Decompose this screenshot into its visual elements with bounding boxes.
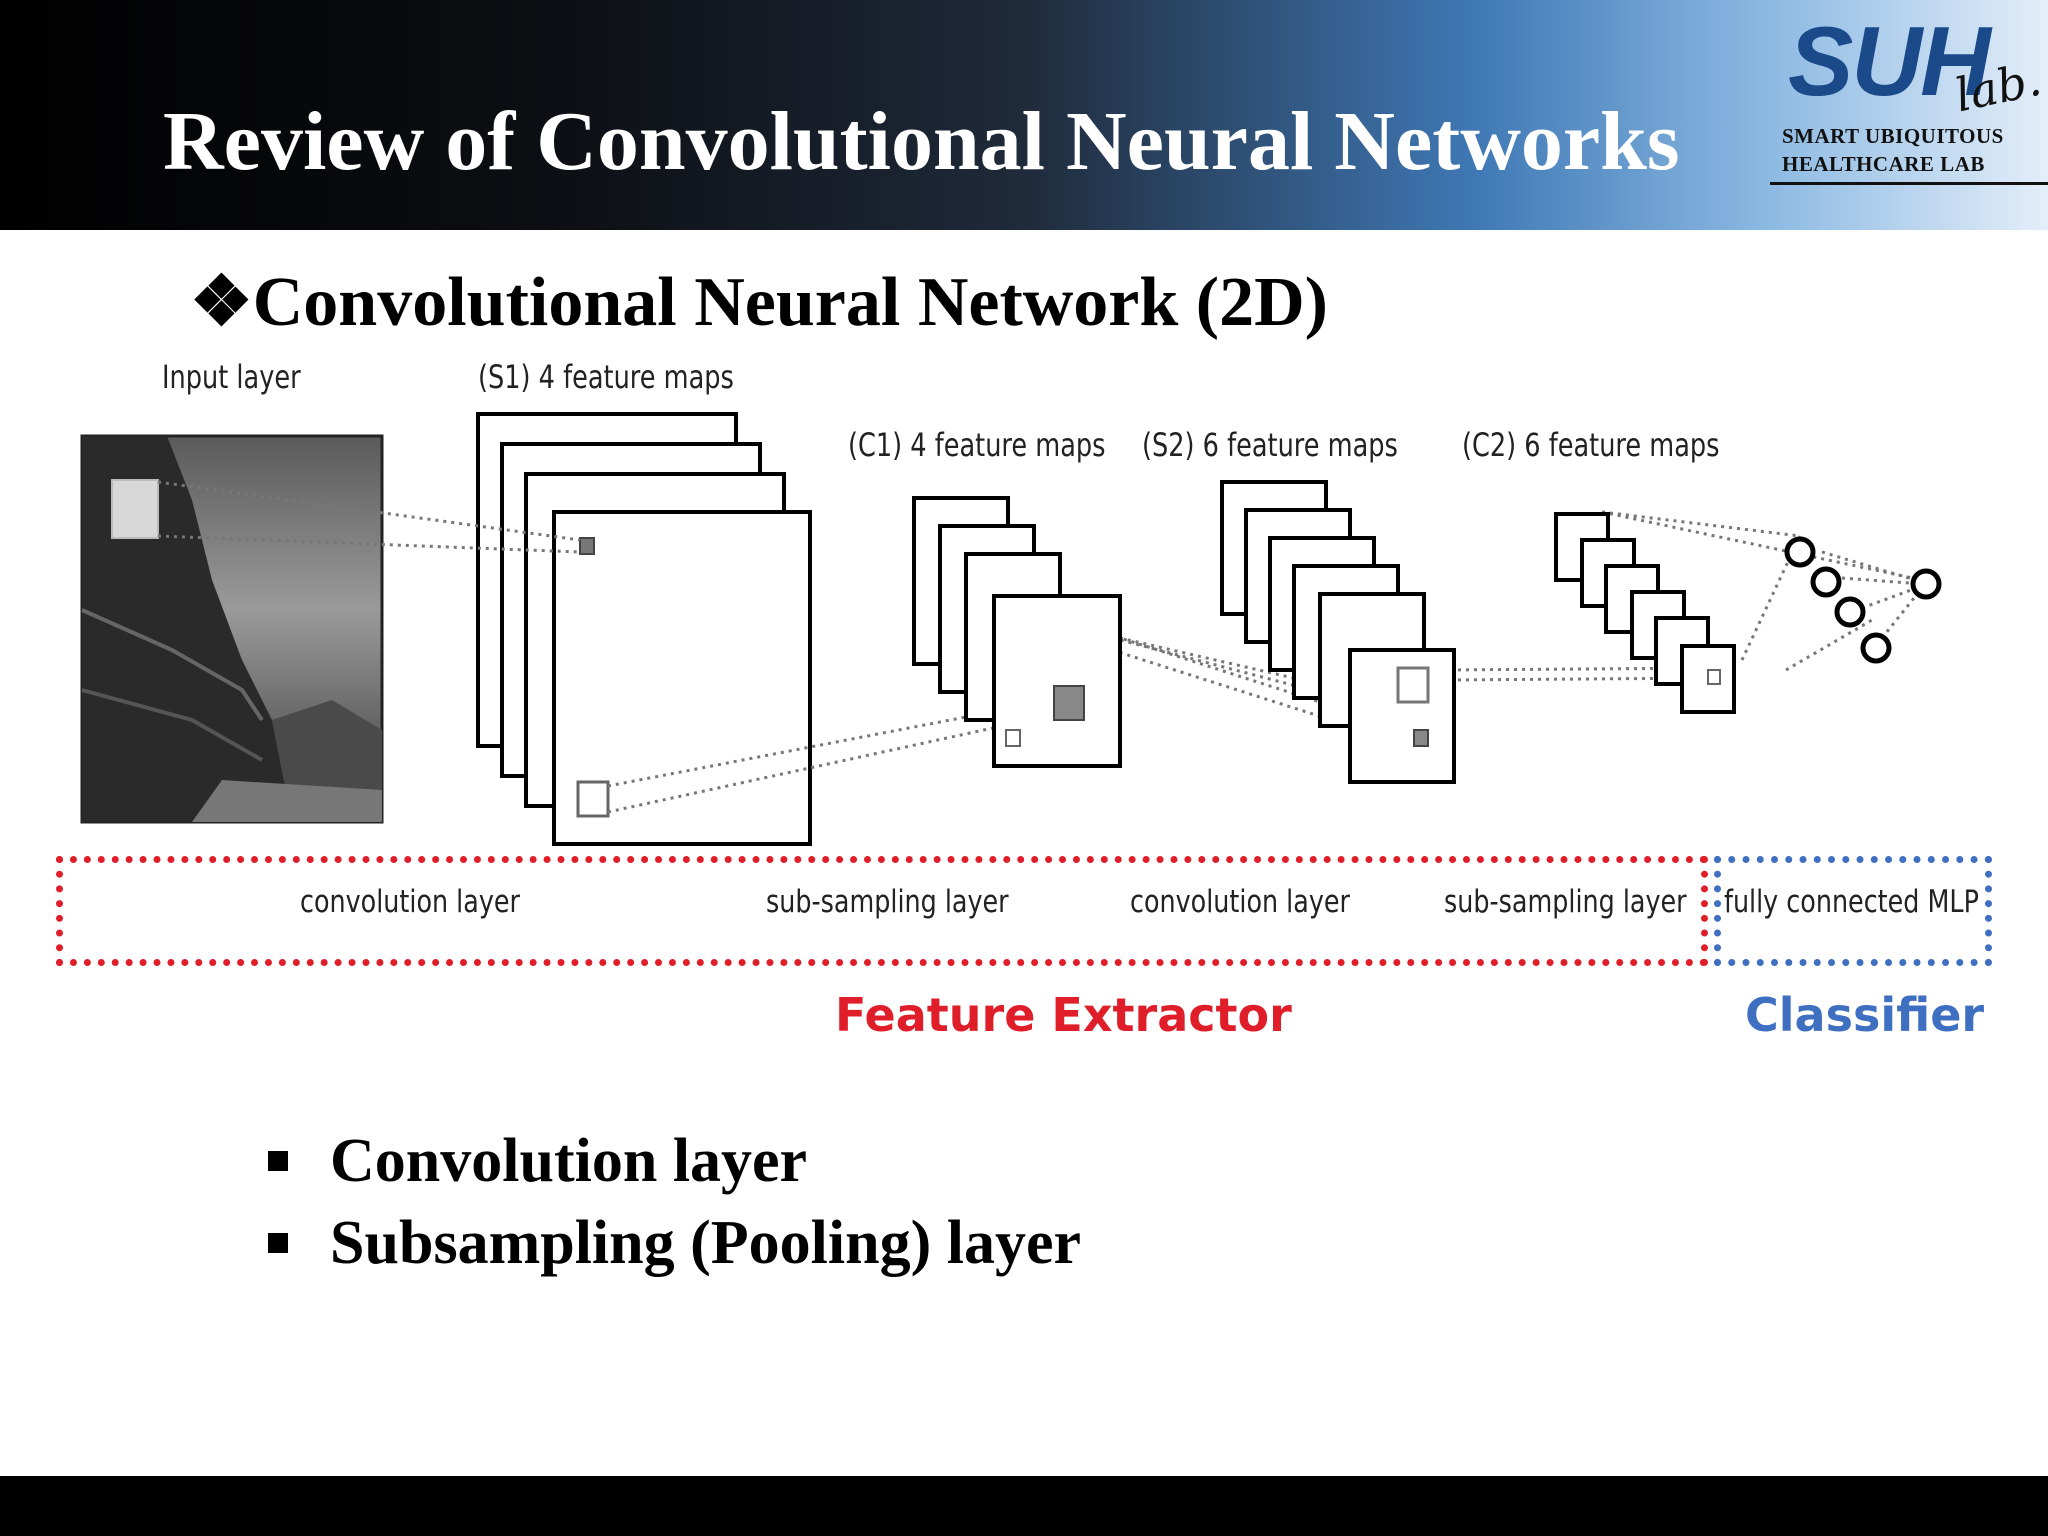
classifier-box <box>1714 856 1992 966</box>
caption-s2: (S2) 6 feature maps <box>1142 426 1398 464</box>
segment-label-subsampling-1: sub-sampling layer <box>766 884 1009 920</box>
bullet-text: Subsampling (Pooling) layer <box>330 1208 1081 1277</box>
feature-extractor-box <box>56 856 1708 966</box>
c2-feature-maps <box>1554 512 1736 714</box>
header-bar <box>0 0 2048 230</box>
logo-line-1: SMART UBIQUITOUS <box>1782 124 2004 148</box>
logo-line-2: HEALTHCARE LAB <box>1782 152 1985 176</box>
feature-extractor-label: Feature Extractor <box>835 988 1292 1042</box>
segment-label-convolution-1: convolution layer <box>300 884 520 920</box>
caption-c2: (C2) 6 feature maps <box>1462 426 1720 464</box>
cnn-architecture-diagram <box>80 412 1942 846</box>
footer-bar <box>0 1476 2048 1536</box>
caption-input-layer: Input layer <box>162 358 301 396</box>
caption-c1: (C1) 4 feature maps <box>848 426 1106 464</box>
page-title: Review of Convolutional Neural Networks <box>163 95 1680 188</box>
mlp-nodes <box>1784 536 1942 664</box>
logo-mark: SUH <box>1788 6 1991 116</box>
segment-label-convolution-2: convolution layer <box>1130 884 1350 920</box>
classifier-label: Classifier <box>1745 988 1985 1042</box>
segment-label-subsampling-2: sub-sampling layer <box>1444 884 1687 920</box>
square-bullet-icon <box>268 1151 288 1171</box>
square-bullet-icon <box>268 1233 288 1253</box>
caption-s1: (S1) 4 feature maps <box>478 358 734 396</box>
bullet-text: Convolution layer <box>330 1126 808 1195</box>
bullet-list: Convolution layer Subsampling (Pooling) … <box>268 1120 1081 1284</box>
segment-label-mlp: fully connected MLP <box>1724 884 1979 920</box>
bullet-item: Convolution layer <box>268 1120 1081 1202</box>
logo-rule <box>1770 182 2048 185</box>
bullet-item: Subsampling (Pooling) layer <box>268 1202 1081 1284</box>
s1-feature-maps <box>476 412 812 846</box>
c1-feature-maps <box>912 496 1122 768</box>
slide-subtitle: ❖Convolutional Neural Network (2D) <box>190 264 1328 341</box>
lab-logo: SUH lab. SMART UBIQUITOUS HEALTHCARE LAB <box>1760 12 2048 202</box>
input-image <box>80 434 384 824</box>
s2-feature-maps <box>1220 480 1456 784</box>
